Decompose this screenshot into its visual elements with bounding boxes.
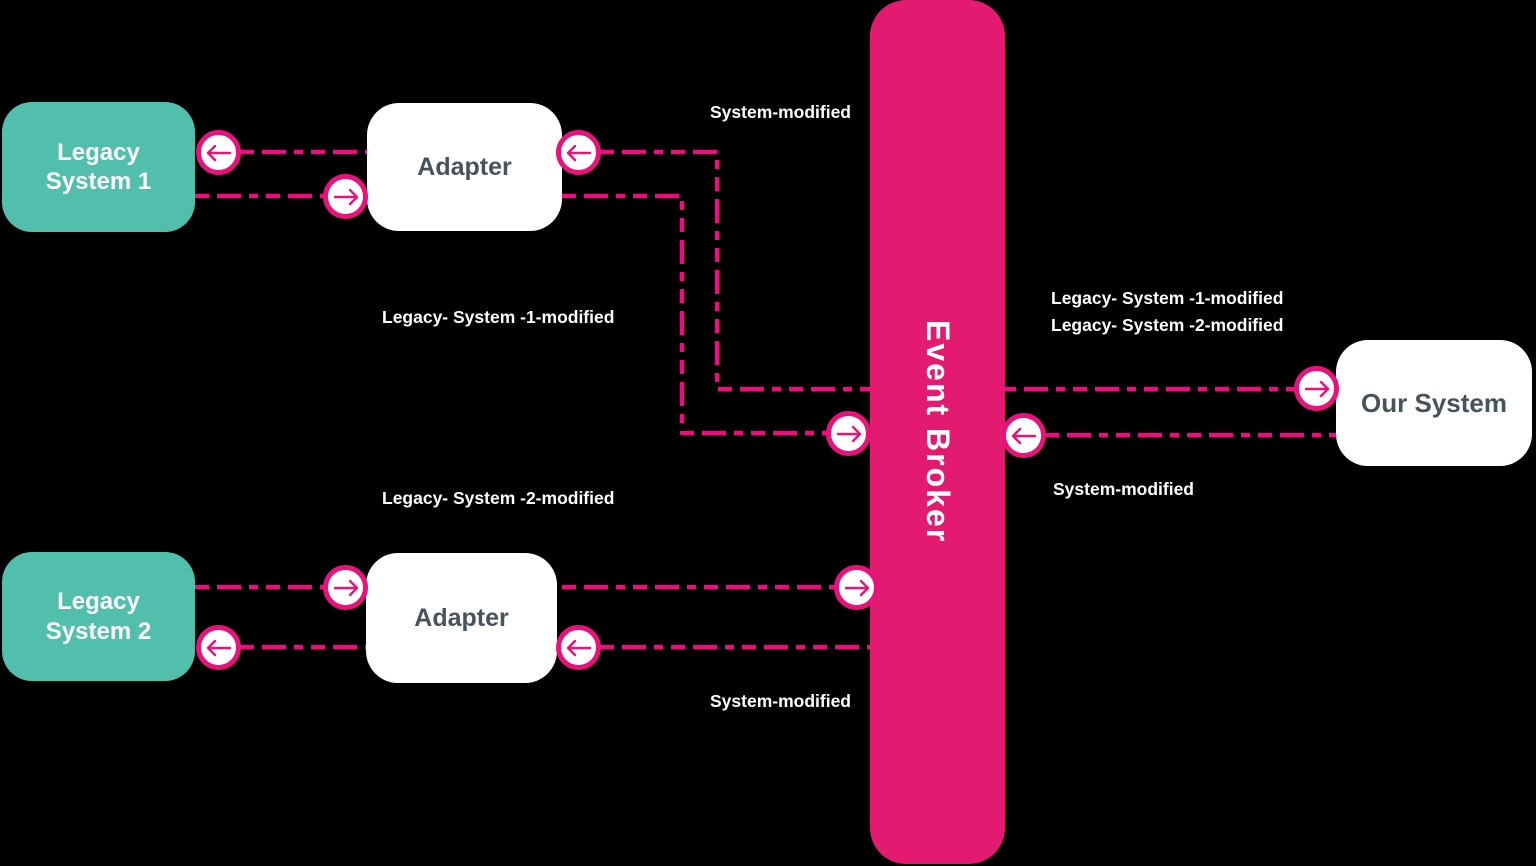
arrow-left-icon [566, 144, 591, 161]
event-broker-label: Event Broker [920, 320, 956, 544]
edge-adapter1-to-broker [562, 193, 827, 436]
arrow-right-icon [333, 579, 358, 596]
node-our-system: Our System [1336, 340, 1532, 466]
arrow-circle-adapter1-into-broker [826, 411, 871, 456]
arrow-right-icon [1304, 380, 1329, 397]
node-event-broker: Event Broker [870, 0, 1005, 864]
arrow-circle-broker-to-adapter1 [556, 130, 601, 175]
arrow-right-icon [836, 425, 861, 442]
legacy-system-1-label: Legacy System 1 [45, 138, 152, 195]
arrow-left-icon [566, 639, 591, 656]
arrow-right-icon [844, 579, 869, 596]
label-legacy-system-2-modified-right: Legacy- System -2-modified [1051, 315, 1284, 335]
arrow-left-icon [1011, 427, 1036, 444]
arrow-circle-broker-to-adapter2 [556, 625, 601, 670]
label-system-modified-top: System-modified [710, 102, 851, 122]
arrow-circle-into-adapter2 [323, 565, 368, 610]
edge-broker-to-adapter1-and-oursystem [600, 149, 1295, 392]
node-adapter-2: Adapter [366, 553, 557, 683]
label-system-modified-bottom: System-modified [710, 691, 851, 711]
node-legacy-system-1: Legacy System 1 [2, 102, 195, 232]
label-legacy-system-1-modified-right: Legacy- System -1-modified [1051, 288, 1284, 308]
node-adapter-1: Adapter [367, 103, 562, 231]
label-system-modified-right: System-modified [1053, 479, 1194, 499]
legacy-system-2-label: Legacy System 2 [45, 588, 152, 645]
our-system-label: Our System [1361, 387, 1507, 418]
adapter-2-label: Adapter [414, 603, 509, 632]
arrow-circle-into-legacy1 [196, 130, 241, 175]
arrow-circle-oursystem-into-broker [1001, 413, 1046, 458]
node-legacy-system-2: Legacy System 2 [2, 552, 195, 681]
arrow-circle-into-oursystem [1294, 366, 1339, 411]
adapter-1-label: Adapter [417, 152, 512, 181]
arrow-circle-adapter2-into-broker [834, 565, 879, 610]
arrow-right-icon [333, 188, 358, 205]
arrow-left-icon [206, 144, 231, 161]
arrow-left-icon [206, 639, 231, 656]
label-legacy-system-1-modified-left: Legacy- System -1-modified [382, 307, 615, 327]
label-legacy-system-2-modified-left: Legacy- System -2-modified [382, 488, 615, 508]
arrow-circle-into-legacy2 [196, 625, 241, 670]
arrow-circle-into-adapter1 [323, 174, 368, 219]
